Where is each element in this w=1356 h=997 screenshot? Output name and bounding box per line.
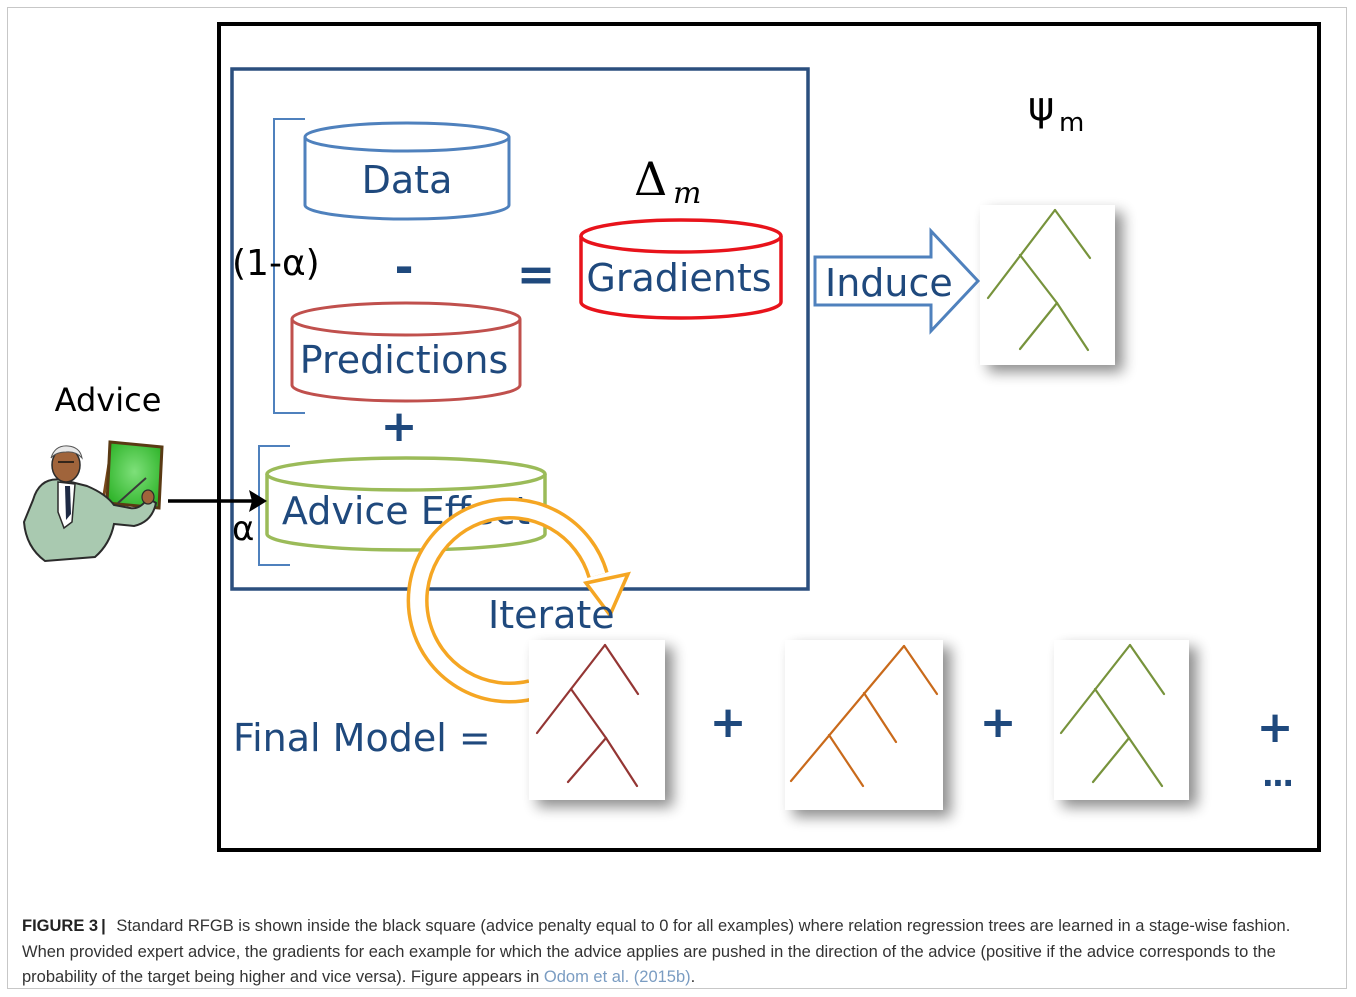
minus-sign: - <box>394 240 413 294</box>
plus-sign-2: + <box>980 697 1017 748</box>
induce-arrow: Induce <box>813 227 981 335</box>
figure-caption: FIGURE 3| Standard RFGB is shown inside … <box>22 914 1322 991</box>
plus-sign-inner: + <box>381 401 418 452</box>
plus-sign-3: + <box>1257 702 1294 753</box>
gradients-label: Gradients <box>586 256 771 300</box>
psi-m-label: ψ m <box>1028 84 1084 138</box>
outer-rfgb-box <box>217 22 1321 852</box>
final-model-label: Final Model = <box>233 716 491 760</box>
data-label: Data <box>362 158 453 202</box>
final-tree-card-1 <box>529 640 665 800</box>
advice-arrow <box>168 490 267 512</box>
svg-text:Δ: Δ <box>634 152 667 206</box>
final-tree-card-2 <box>785 640 943 810</box>
induce-label: Induce <box>825 261 953 305</box>
svg-text:m: m <box>673 176 701 211</box>
iterate-loop-arrow <box>406 497 631 704</box>
figure-separator: | <box>101 917 106 935</box>
caption-text: Standard RFGB is shown inside the black … <box>22 917 1291 986</box>
bracket-one-minus-alpha <box>273 118 305 414</box>
caption-reference-link[interactable]: Odom et al. (2015b) <box>543 968 691 986</box>
advice-effect-cylinder: Advice Effect <box>265 456 547 552</box>
iterate-label: Iterate <box>488 593 615 637</box>
delta-m-label: Δ m <box>634 152 701 211</box>
alpha-label: α <box>232 509 254 549</box>
advisor-presenter-icon <box>22 440 164 563</box>
inner-gradient-box <box>230 67 810 591</box>
svg-text:m: m <box>1059 108 1084 138</box>
data-cylinder: Data <box>303 121 511 221</box>
caption-end: . <box>690 968 696 986</box>
page-frame <box>7 7 1347 989</box>
equals-sign: = <box>517 247 556 301</box>
figure-number: FIGURE 3 <box>22 917 99 935</box>
predictions-cylinder: Predictions <box>290 301 522 403</box>
plus-sign-1: + <box>710 697 747 748</box>
psi-m-tree-card <box>980 205 1115 365</box>
predictions-label: Predictions <box>300 338 509 382</box>
advice-label: Advice <box>55 381 162 419</box>
one-minus-alpha-label: (1-α) <box>232 243 320 284</box>
ellipsis: ... <box>1262 756 1292 794</box>
rfgb-diagram: Data (1-α) - = Predictions + Advice Effe… <box>22 22 1321 852</box>
gradients-cylinder: Gradients <box>579 218 783 320</box>
final-tree-card-3 <box>1054 640 1189 800</box>
svg-text:ψ: ψ <box>1028 84 1054 130</box>
